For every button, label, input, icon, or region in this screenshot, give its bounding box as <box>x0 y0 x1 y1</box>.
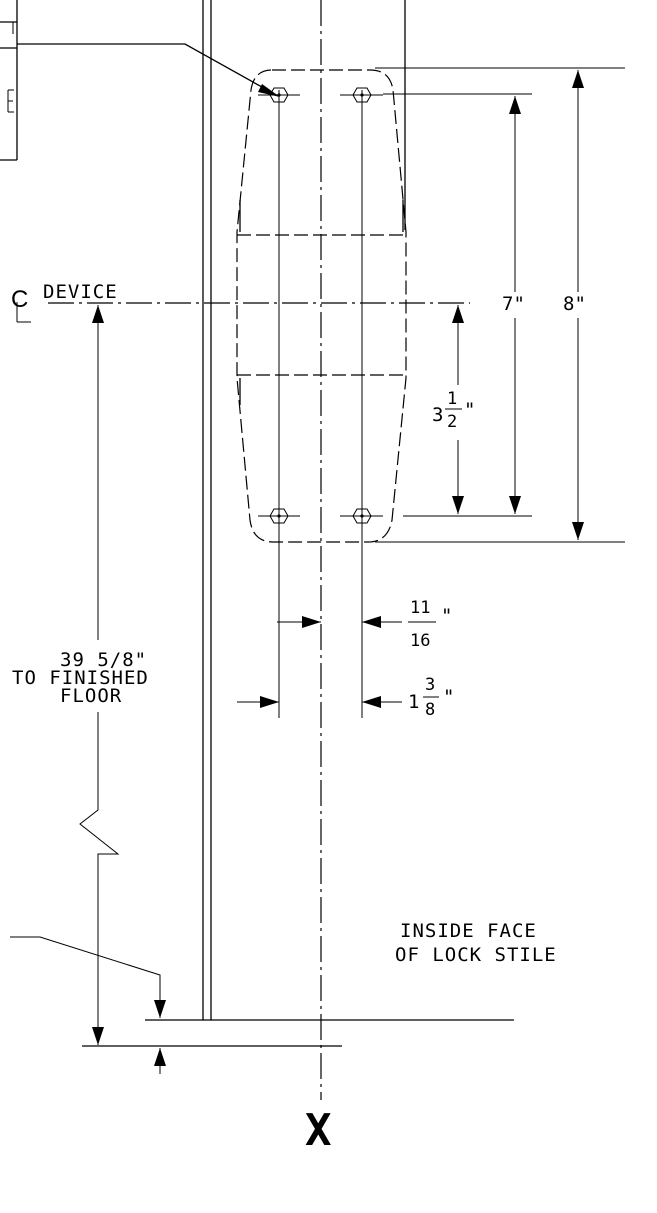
dim-1116-unit: " <box>441 605 452 627</box>
dimension-7-label: 7" <box>502 293 525 315</box>
extension-lines <box>375 67 625 543</box>
height-value-label: 39 5/8" <box>60 649 147 671</box>
door-stile-lines <box>202 0 406 1020</box>
height-line2-label: TO FINISHED <box>12 667 149 689</box>
dim-138-whole: 1 <box>408 691 419 713</box>
dim-1116-num: 11 <box>410 598 430 618</box>
dim-138-unit: " <box>443 686 454 708</box>
inside-face-label-line1: INSIDE FACE <box>400 920 537 942</box>
centerline-symbol: C <box>11 286 28 313</box>
left-table-fragment <box>0 0 18 161</box>
inside-face-label-line2: OF LOCK STILE <box>395 944 557 966</box>
dim-138-den: 8 <box>425 700 435 720</box>
dimension-8-label: 8" <box>563 293 586 315</box>
device-outline <box>236 69 407 543</box>
dim-1116-den: 16 <box>410 631 430 651</box>
dim-3half-den: 2 <box>447 412 457 432</box>
section-mark: X <box>305 1105 332 1156</box>
screw-hole-top-right <box>340 87 383 103</box>
dimension-11-16: 11 16 " <box>277 598 452 651</box>
dimension-7-inch: 7" <box>502 96 525 514</box>
dim-3half-num: 1 <box>447 389 457 409</box>
screw-leader <box>17 43 280 97</box>
dimension-height-to-floor: 39 5/8" TO FINISHED FLOOR <box>12 305 149 1045</box>
screw-hole-bottom-left <box>258 508 300 524</box>
dim-3half-whole: 3 <box>432 404 443 426</box>
dimension-8-inch: 8" <box>563 70 586 540</box>
dimension-3-half: 3 1 2 " <box>432 305 475 514</box>
dim-3half-unit: " <box>464 399 475 421</box>
floor-lines <box>10 936 514 1074</box>
device-centerline-horizontal: C DEVICE <box>11 281 470 323</box>
screw-hole-top-left <box>258 87 300 103</box>
dimension-1-3-8: 1 3 8 " <box>237 675 454 720</box>
height-line3-label: FLOOR <box>60 685 122 707</box>
dim-138-num: 3 <box>425 675 435 695</box>
screw-hole-bottom-right <box>340 508 383 524</box>
device-label: DEVICE <box>43 281 118 303</box>
